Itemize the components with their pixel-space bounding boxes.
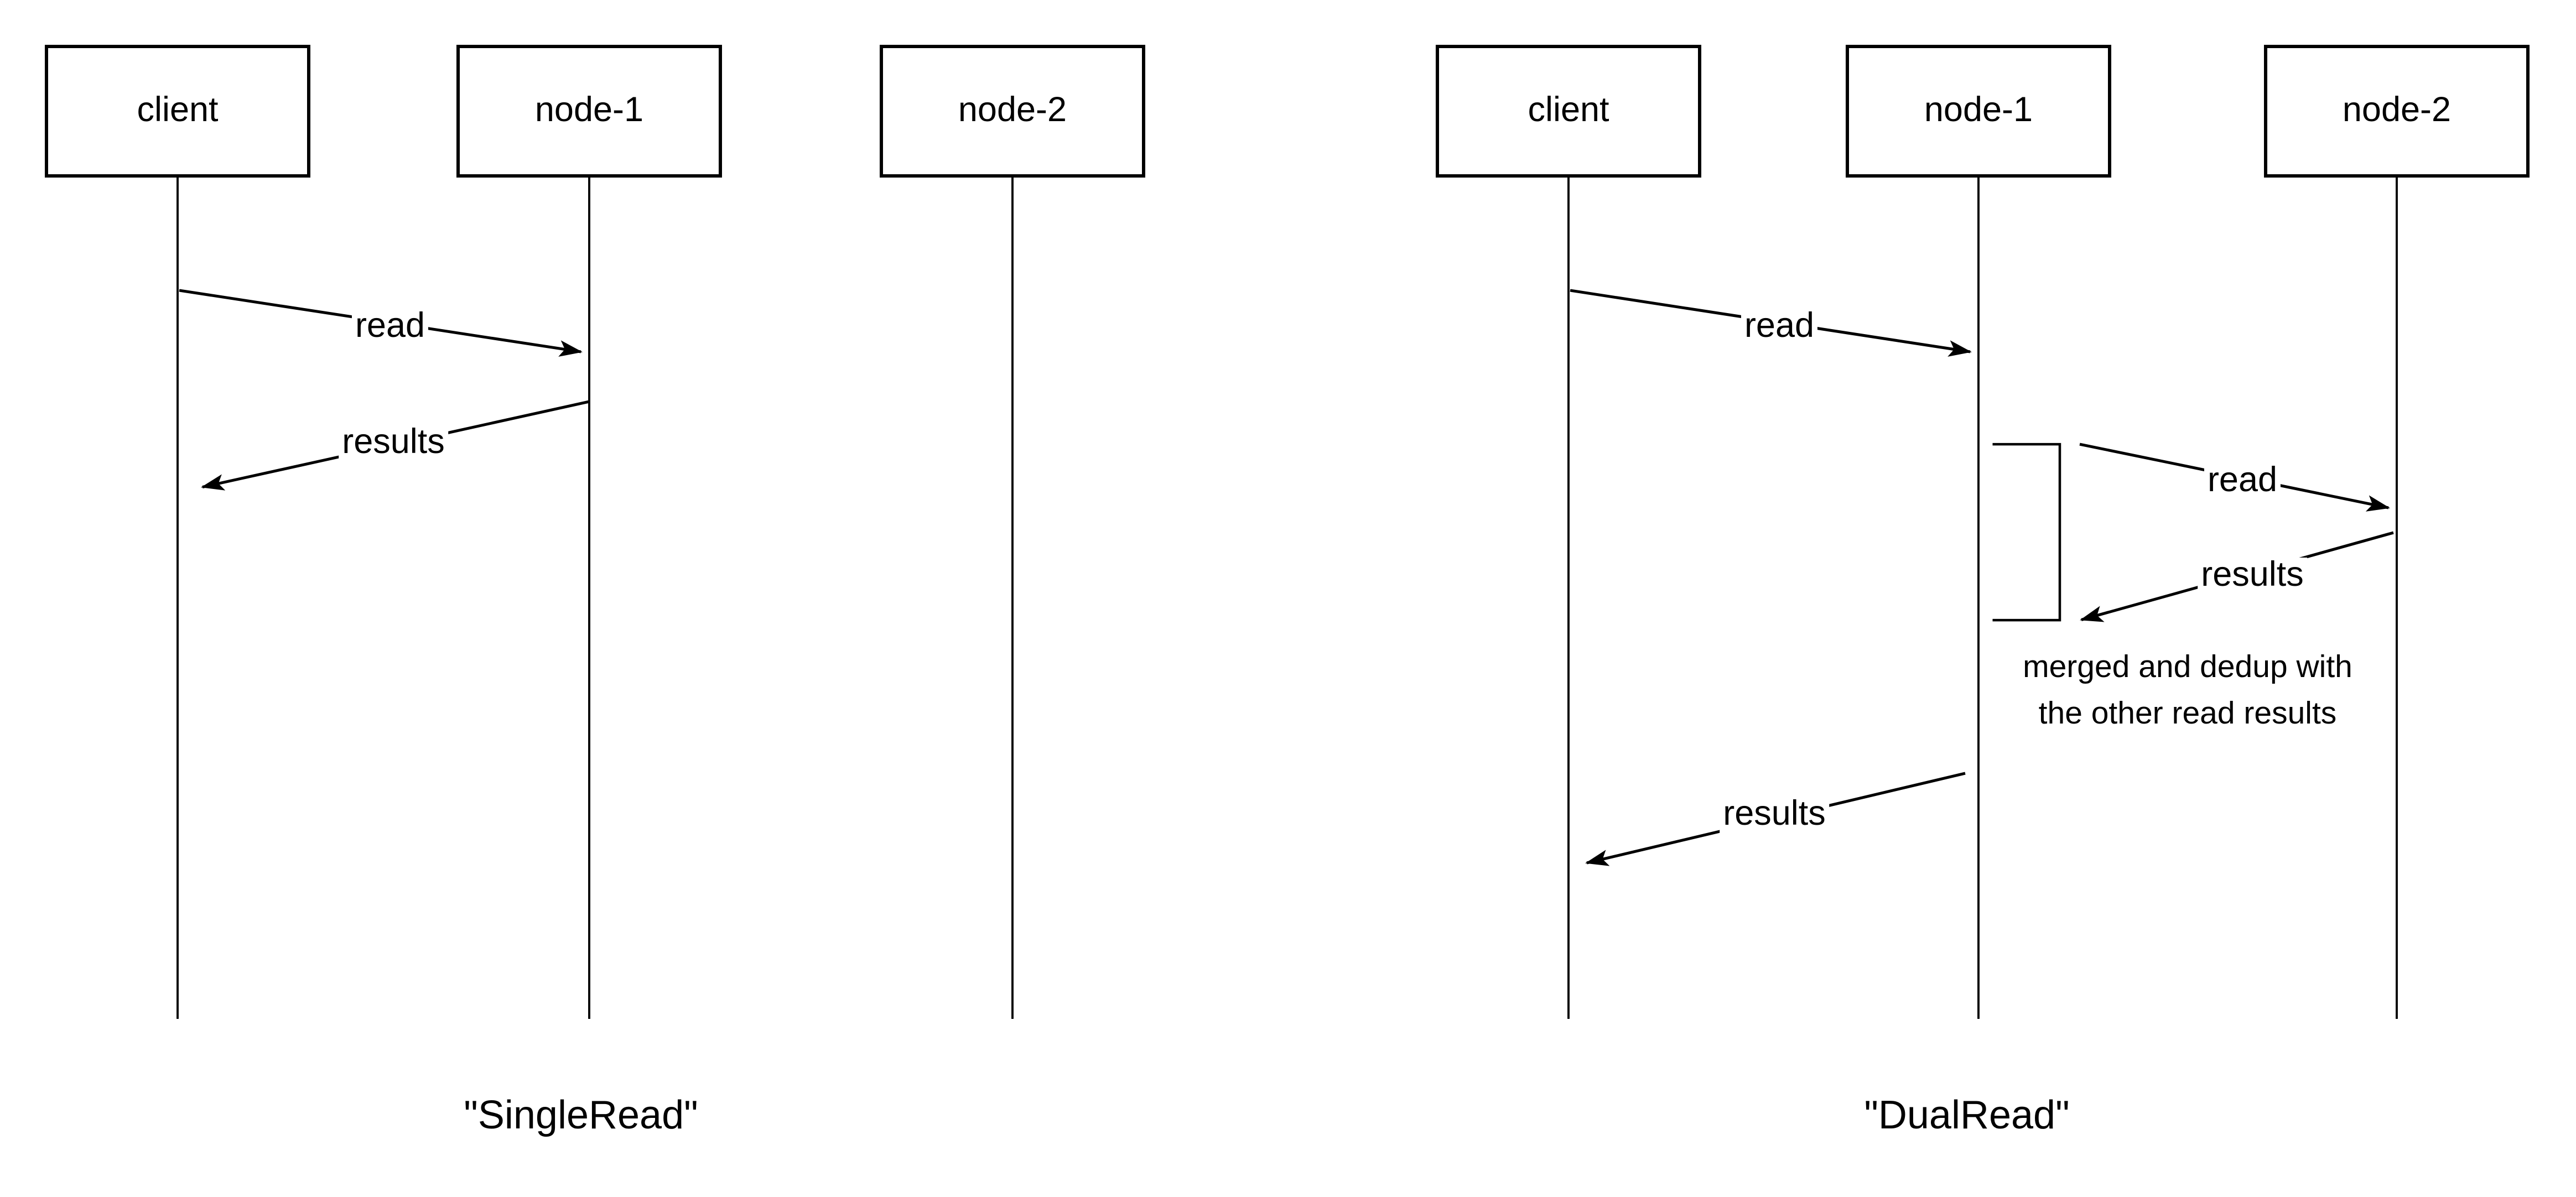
left-actor-label-client: client <box>137 91 219 129</box>
right-actor-label-node2: node-2 <box>2342 91 2452 129</box>
left-actor-box-client: client <box>45 45 310 178</box>
right-read-client-to-node1-label: read <box>1741 308 1818 345</box>
merge-dedup-note: merged and dedup with the other read res… <box>2023 646 2352 737</box>
left-actor-box-node1: node-1 <box>456 45 722 178</box>
right-results-node1-to-client-label: results <box>1720 796 1829 833</box>
node1-activation-bracket <box>1992 443 2061 622</box>
merge-dedup-note-line1: merged and dedup with <box>2023 650 2352 685</box>
right-actor-box-client: client <box>1436 45 1701 178</box>
right-actor-label-client: client <box>1528 91 1609 129</box>
left-diagram-caption: "SingleRead" <box>464 1094 698 1138</box>
merge-dedup-note-line2: the other read results <box>2038 696 2337 731</box>
right-results-node2-to-node1-label: results <box>2198 557 2307 594</box>
left-read-label: read <box>351 308 429 345</box>
left-actor-label-node2: node-2 <box>958 91 1067 129</box>
right-actor-box-node2: node-2 <box>2264 45 2530 178</box>
left-results-label: results <box>339 424 448 461</box>
left-actor-box-node2: node-2 <box>880 45 1145 178</box>
right-actor-label-node1: node-1 <box>1924 91 2033 129</box>
left-actor-label-node1: node-1 <box>534 91 644 129</box>
right-read-node1-to-node2-label: read <box>2204 462 2281 499</box>
right-diagram-caption: "DualRead" <box>1864 1094 2070 1138</box>
right-actor-box-node1: node-1 <box>1846 45 2111 178</box>
